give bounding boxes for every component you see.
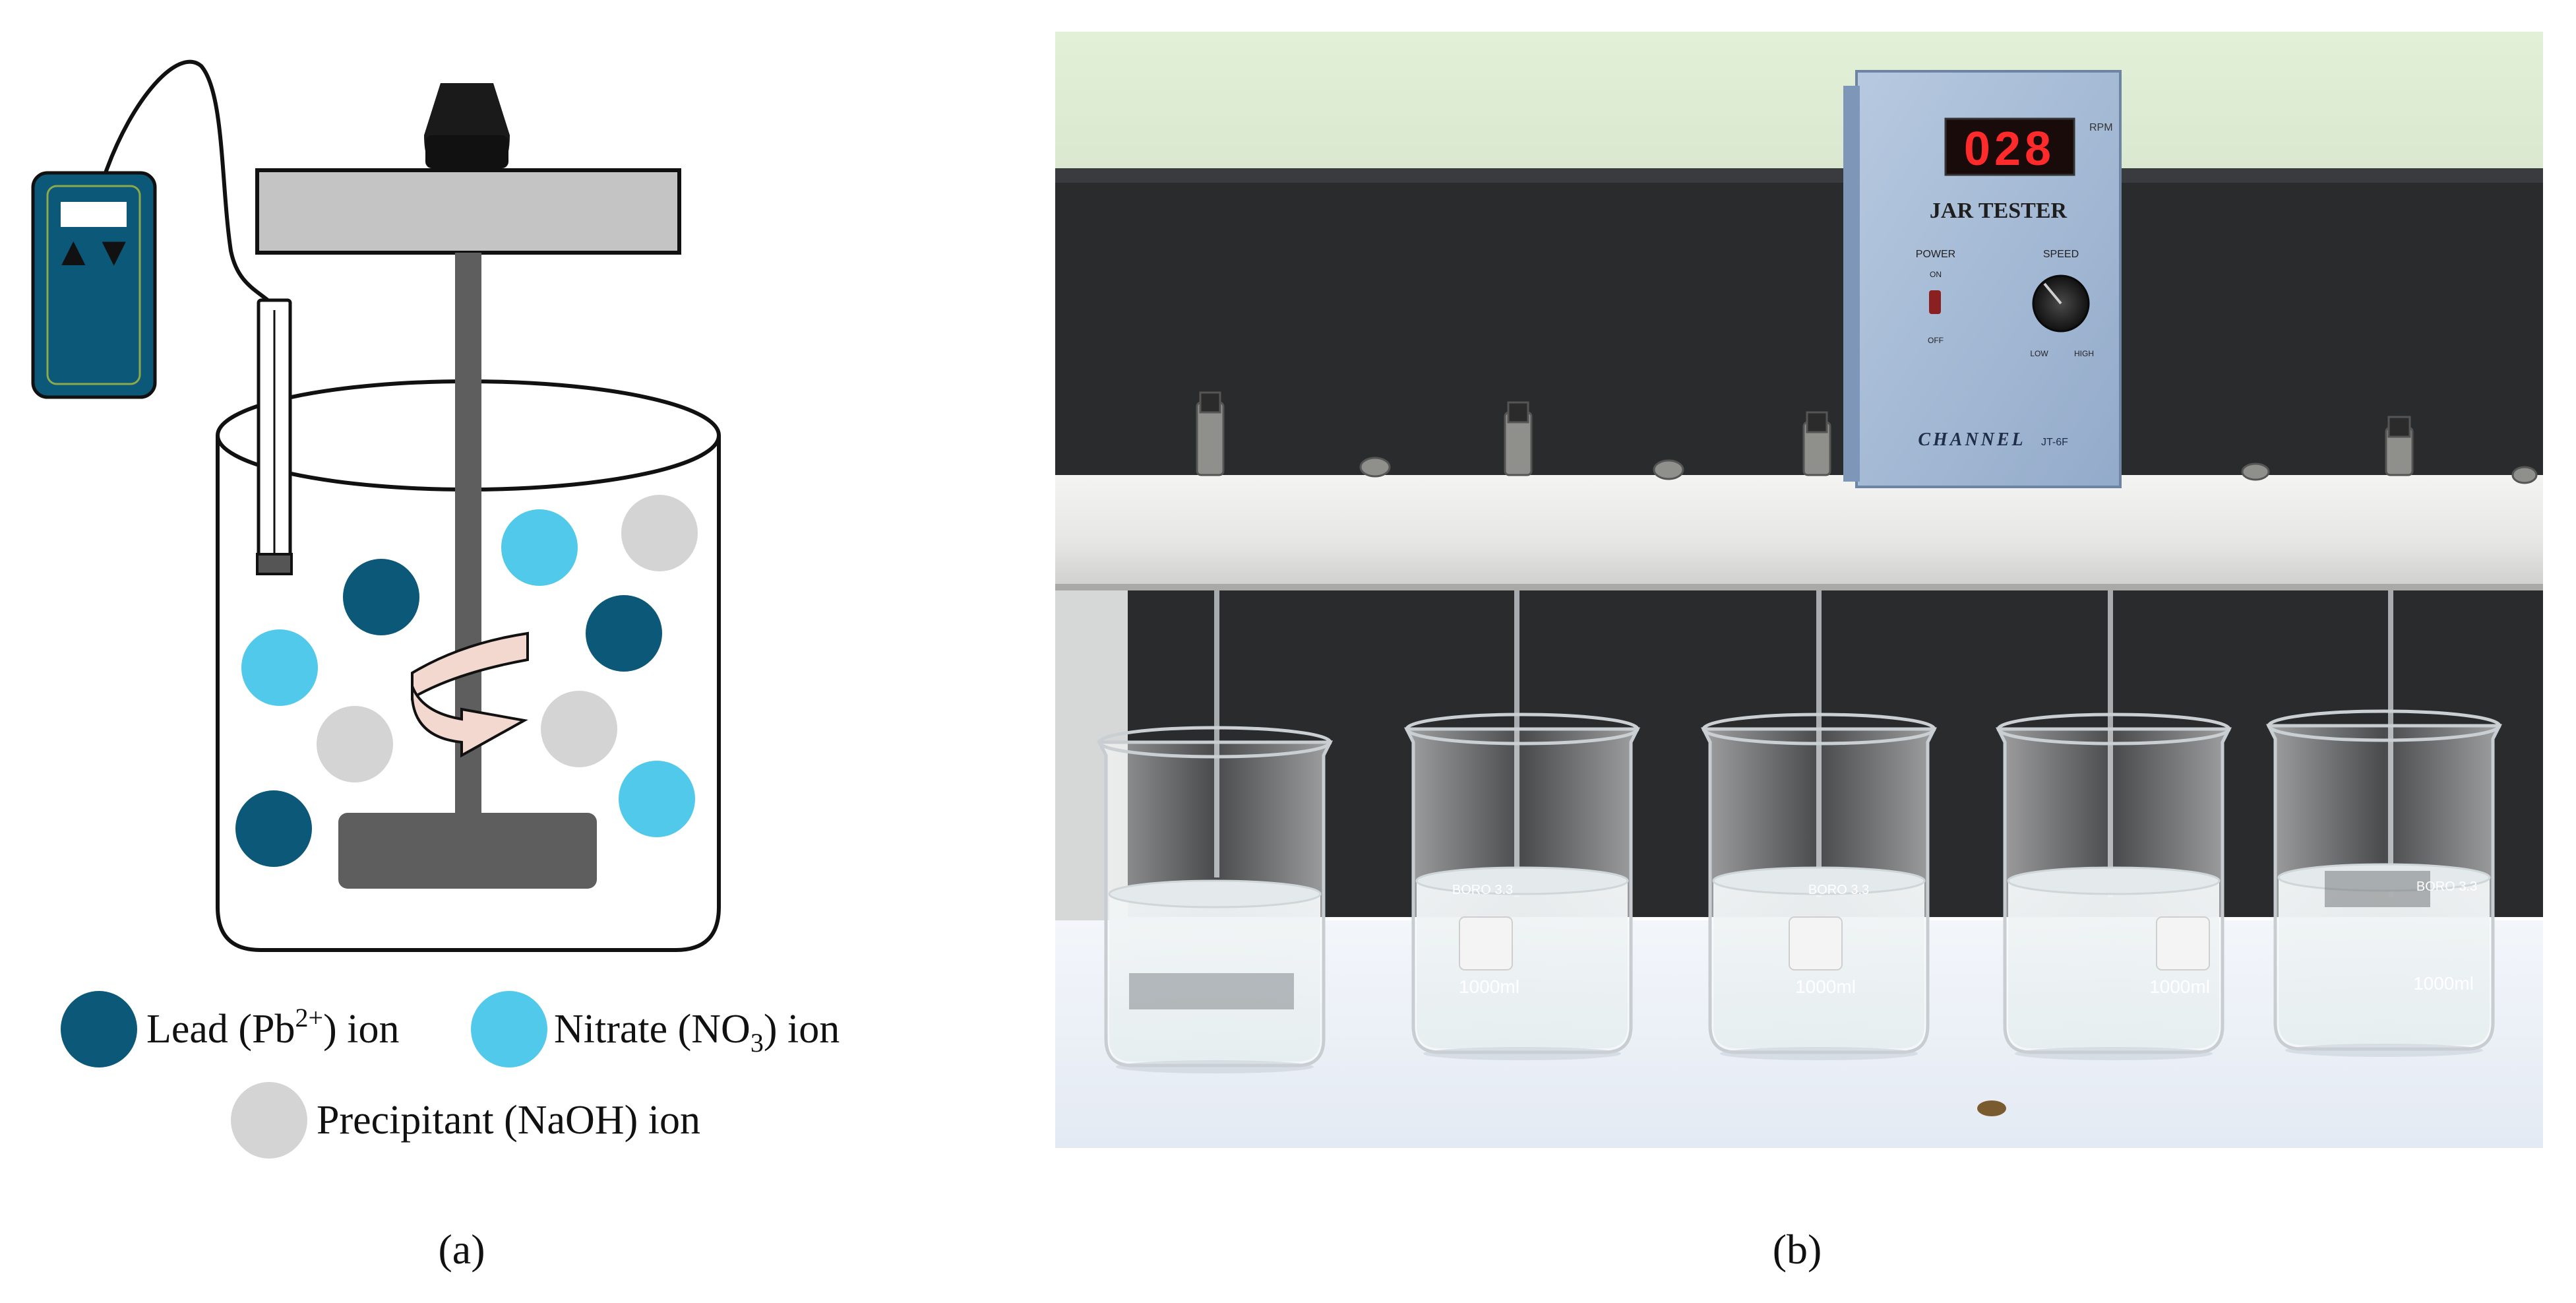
rpm-display xyxy=(1944,117,2075,176)
stirrer-paddle xyxy=(338,813,597,889)
beaker-2-material: BORO 3.3 xyxy=(1452,883,1513,897)
ph-meter: ▲▼ xyxy=(31,171,157,399)
ions xyxy=(235,495,698,867)
beaker-2: BORO 3.3 1000ml xyxy=(1407,715,1638,1060)
ph-probe xyxy=(256,298,293,575)
rpm-value: 028 xyxy=(1964,123,2055,175)
device-title: JAR TESTER xyxy=(1930,199,2068,223)
beaker-4-volume: 1000ml xyxy=(2149,976,2210,997)
precipitant-ion xyxy=(621,495,698,571)
meter-buttons: ▲▼ xyxy=(53,229,135,274)
power-label: POWER xyxy=(1916,249,1955,260)
legend-nitrate-swatch xyxy=(471,991,547,1067)
shaft-chucks xyxy=(1196,391,2538,484)
lead-ion xyxy=(235,790,312,867)
model-label: JT-6F xyxy=(2041,437,2068,448)
power-switch xyxy=(1929,290,1941,314)
lead-ion xyxy=(343,559,419,635)
rotation-arrow xyxy=(411,631,529,758)
beaker-3-material: BORO 3.3 xyxy=(1808,883,1869,897)
precipitant-ion xyxy=(541,691,617,767)
nitrate-ion xyxy=(241,629,318,706)
floor-object xyxy=(1977,1100,2006,1116)
beaker-2-volume: 1000ml xyxy=(1459,976,1519,997)
photo: 028 RPM JAR TESTER POWER ON OFF SPEED LO… xyxy=(1055,32,2543,1148)
panel-a: ▲▼ xyxy=(31,59,840,1273)
lead-ion xyxy=(586,595,662,672)
stirrer-bar xyxy=(255,168,681,255)
legend-precipitant-swatch xyxy=(231,1082,307,1159)
beaker-5-material: BORO 3.3 xyxy=(2416,879,2477,894)
caption-b: (b) xyxy=(1773,1226,1822,1273)
legend: Lead (Pb2+) ion Nitrate (NO3) ion Precip… xyxy=(61,991,840,1159)
legend-lead-label: Lead (Pb2+) ion xyxy=(146,1003,399,1052)
off-label: OFF xyxy=(1928,336,1944,345)
nitrate-ion xyxy=(619,761,695,837)
meter-cable xyxy=(104,59,274,305)
on-label: ON xyxy=(1930,270,1942,279)
rpm-unit: RPM xyxy=(2089,122,2113,133)
beaker-3: BORO 3.3 1000ml xyxy=(1703,715,1934,1060)
low-label: LOW xyxy=(2030,349,2048,358)
panel-b: 028 RPM JAR TESTER POWER ON OFF SPEED LO… xyxy=(1055,32,2543,1273)
precipitant-ion xyxy=(317,706,393,782)
shelf-beam xyxy=(1055,475,2543,587)
high-label: HIGH xyxy=(2074,349,2094,358)
legend-lead-swatch xyxy=(61,991,137,1067)
legend-nitrate-label: Nitrate (NO3) ion xyxy=(554,1007,840,1058)
beakers: BORO 3.3 1000ml BORO 3.3 1000ml 1000ml xyxy=(1099,711,2499,1073)
beaker-3-volume: 1000ml xyxy=(1795,976,1856,997)
meter-screen xyxy=(61,202,127,227)
nitrate-ion xyxy=(501,509,578,586)
caption-a: (a) xyxy=(438,1226,485,1273)
beaker-5-volume: 1000ml xyxy=(2413,973,2474,994)
beaker-5: BORO 3.3 1000ml xyxy=(2269,711,2499,1057)
beaker-4: 1000ml xyxy=(1998,715,2229,1060)
jar-tester-device: 028 RPM JAR TESTER POWER ON OFF SPEED LO… xyxy=(1843,70,2122,488)
brand-label: CHANNEL xyxy=(1918,429,2025,450)
legend-precipitant-label: Precipitant (NaOH) ion xyxy=(317,1098,700,1143)
beaker-1 xyxy=(1099,728,1330,1073)
speed-label: SPEED xyxy=(2043,249,2079,260)
